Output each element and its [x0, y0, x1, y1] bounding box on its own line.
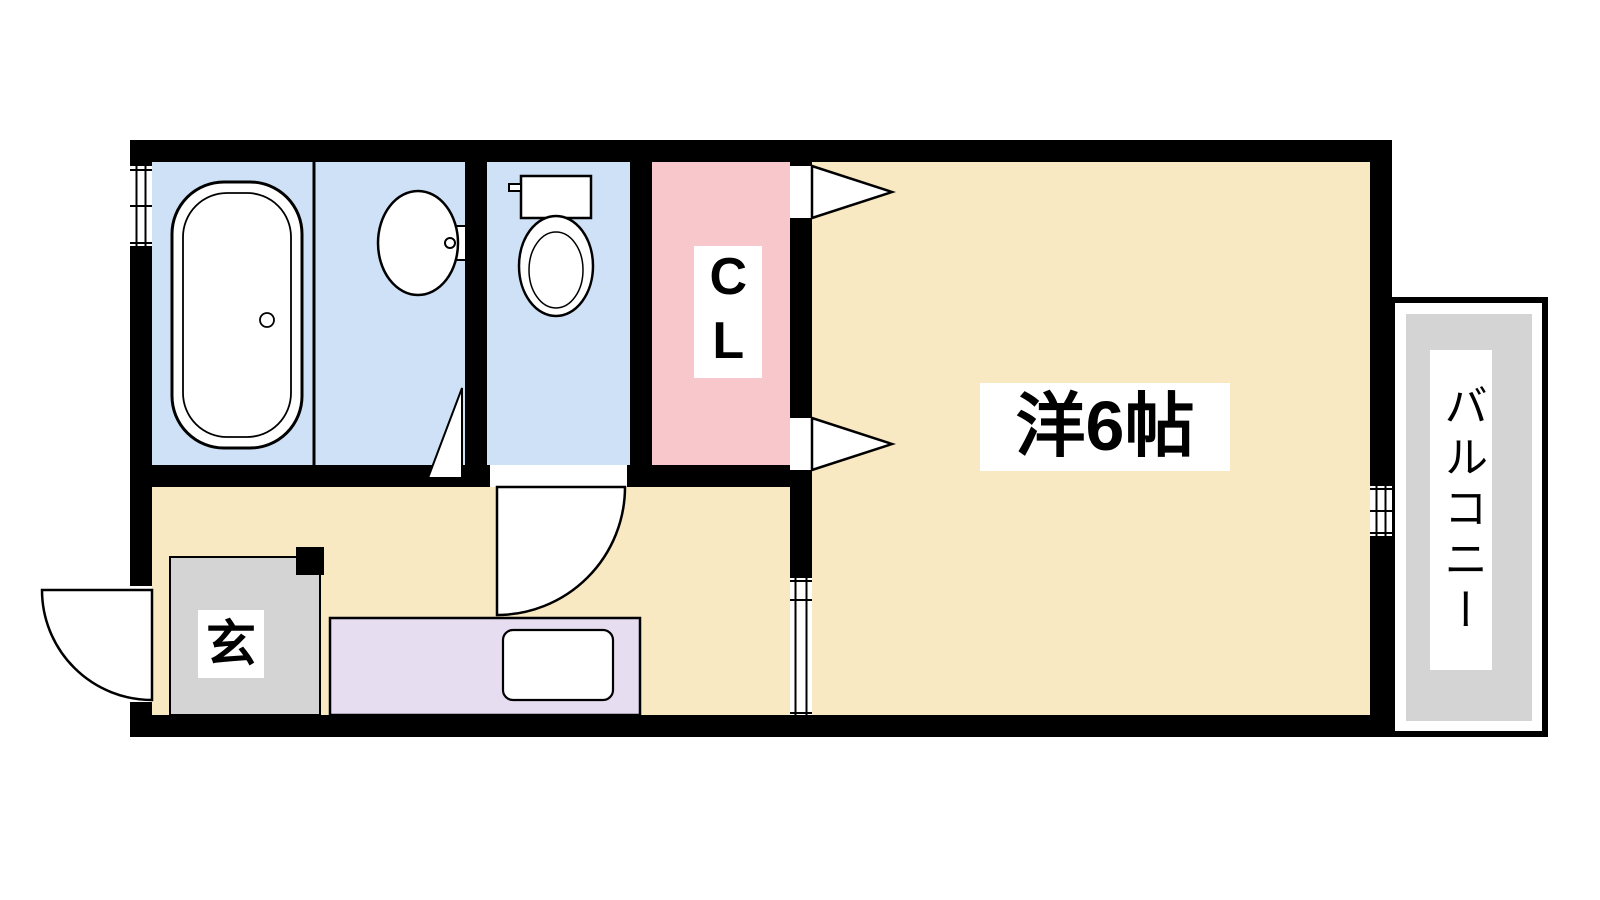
balcony-label: バルコニー: [1430, 350, 1492, 670]
entrance-label: 玄: [198, 610, 264, 678]
toilet-bowl-inner: [528, 231, 584, 309]
washroom-door-triangle: [426, 387, 463, 479]
sliding-door-opening: [790, 578, 812, 715]
toilet-door-opening: [490, 465, 627, 487]
bathtub-inner: [182, 192, 292, 438]
washbasin: [376, 189, 467, 297]
closet-door-opening-top: [790, 166, 812, 218]
kitchen-counter: [328, 616, 642, 717]
washbasin-bowl: [376, 189, 460, 297]
toilet-bowl: [517, 214, 595, 318]
sliding-door-symbol: [790, 578, 812, 715]
washbasin-knob: [444, 237, 456, 249]
kitchen-sink: [501, 628, 615, 702]
bathtub: [170, 180, 304, 450]
main-room-label: 洋6帖: [980, 383, 1230, 471]
closet-door-triangle-bottom: [810, 416, 897, 472]
closet-door-triangle-top: [810, 164, 897, 220]
window-right-symbol: [1370, 486, 1392, 536]
toilet-flush-handle: [508, 183, 522, 192]
toilet-tank: [519, 174, 593, 220]
bathtub-drain: [259, 312, 275, 328]
toilet-door-swing: [495, 485, 627, 617]
bathtub-outer: [170, 180, 304, 450]
entrance-wall-stub: [296, 547, 324, 575]
entry-door-swing: [40, 588, 154, 702]
closet-door-opening-bottom: [790, 418, 812, 470]
closet-label: CL: [694, 246, 762, 378]
window-left-symbol: [130, 166, 152, 246]
toilet-fixture: [508, 174, 595, 318]
